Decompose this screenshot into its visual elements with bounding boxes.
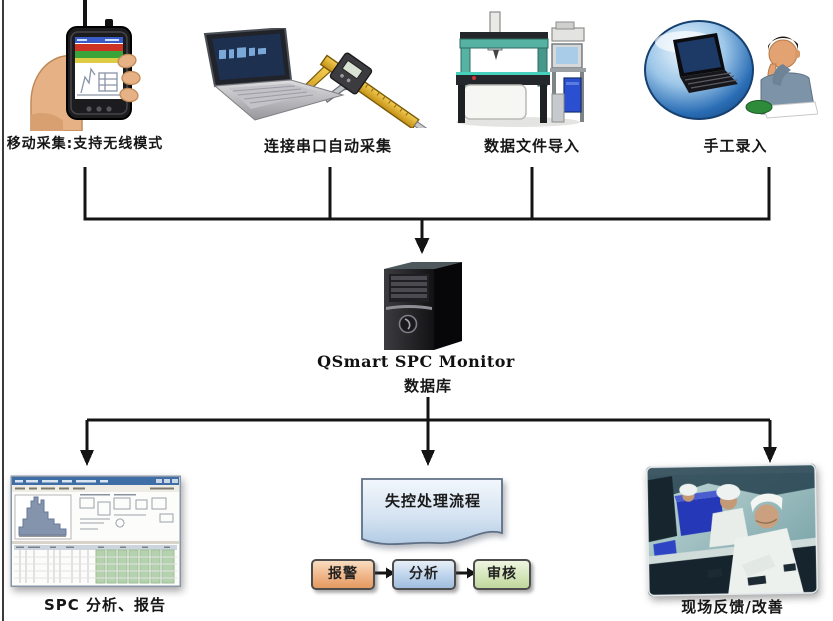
handheld-collector-in-hand-icon [30, 19, 141, 131]
tower-server-icon [384, 262, 462, 350]
spc-report-window-icon [10, 471, 182, 591]
server-title: QSmart SPC Monitor [317, 352, 515, 371]
label-mobile-collect: 移动采集:支持无线模式 [6, 136, 164, 152]
step-alarm: 报警 [311, 559, 375, 590]
label-field-feedback: 现场反馈/改善 [681, 598, 784, 616]
label-data-file-import: 数据文件导入 [483, 137, 580, 155]
factory-photo [645, 463, 819, 597]
server-db-label: 数据库 [403, 377, 452, 395]
step-analysis: 分析 [392, 559, 456, 590]
label-serial-collect: 连接串口自动采集 [263, 137, 392, 155]
step-audit: 审核 [473, 559, 531, 590]
laptop-orb-and-person-icon [644, 20, 818, 120]
cmm-machine-icon [456, 11, 586, 127]
label-manual-entry: 手工录入 [703, 137, 768, 155]
label-ooc-process: 失控处理流程 [384, 492, 481, 510]
document-flow-shape [358, 477, 506, 557]
laptop-with-caliper-icon [203, 28, 432, 128]
label-spc-analysis-report: SPC 分析、报告 [43, 596, 167, 614]
